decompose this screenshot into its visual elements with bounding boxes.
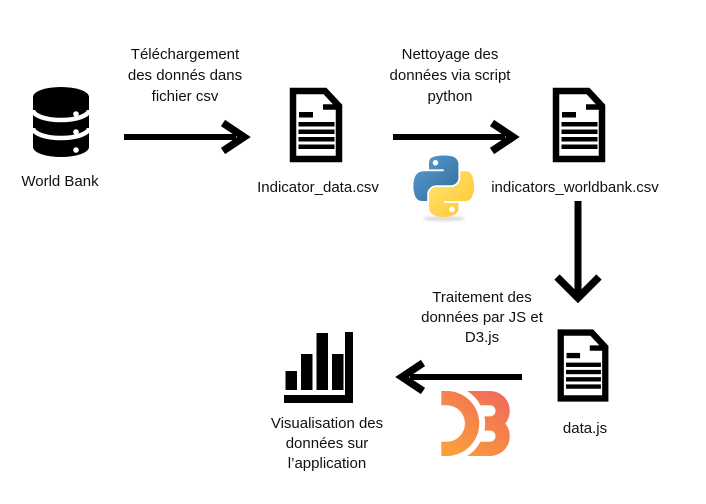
- caption-line: données par JS et: [421, 309, 543, 326]
- indicator-data-label: Indicator_data.csv: [257, 179, 379, 196]
- caption-line: données sur: [285, 435, 369, 452]
- database-icon: [28, 84, 94, 160]
- caption-line: Traitement des: [432, 289, 532, 306]
- csv-file-icon: [547, 87, 611, 163]
- visualisation-label: Visualisation des données sur l’applicat…: [252, 414, 402, 474]
- data-js-label: data.js: [562, 420, 608, 437]
- caption-line: D3.js: [464, 329, 500, 346]
- arrow-down-icon: [554, 201, 602, 304]
- arrow-right-icon: [393, 119, 520, 155]
- caption-line: python: [427, 88, 473, 105]
- csv-file-icon: [284, 87, 348, 163]
- cleaning-caption: Nettoyage des données via script python: [380, 44, 520, 107]
- js-file-icon: [552, 328, 614, 403]
- caption-line: Téléchargement: [130, 46, 240, 63]
- caption-line: données via script: [389, 67, 511, 84]
- caption-line: Visualisation des: [270, 415, 384, 432]
- world-bank-label: World Bank: [21, 173, 99, 190]
- caption-line: l’application: [287, 455, 367, 472]
- python-logo-icon: [413, 155, 475, 223]
- arrow-right-icon: [124, 119, 251, 155]
- caption-line: Nettoyage des: [401, 46, 499, 63]
- indicators-worldbank-label: indicators_worldbank.csv: [491, 179, 659, 196]
- bar-chart-icon: [284, 332, 353, 403]
- caption-line: des donnés dans: [127, 67, 243, 84]
- caption-line: fichier csv: [151, 88, 219, 105]
- arrow-left-icon: [395, 359, 522, 395]
- download-caption: Téléchargement des donnés dans fichier c…: [115, 44, 255, 107]
- d3-logo-icon: [441, 391, 510, 456]
- processing-caption: Traitement des données par JS et D3.js: [412, 288, 552, 348]
